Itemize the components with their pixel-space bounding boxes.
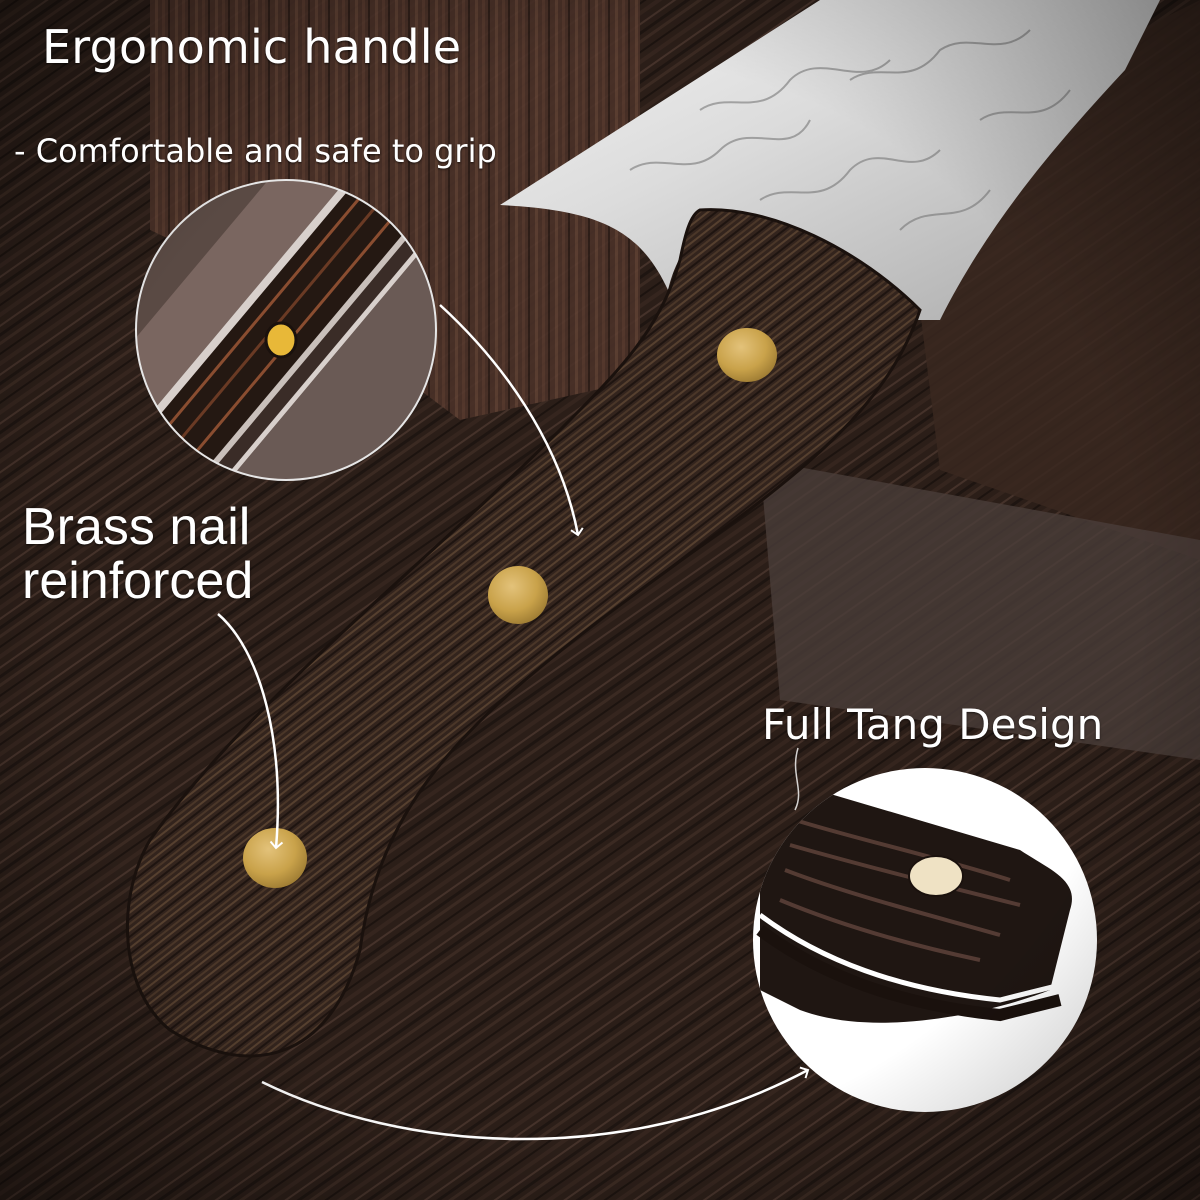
- brass-nail-title: Brass nail reinforced: [22, 500, 253, 608]
- brass-nail-line2: reinforced: [22, 552, 254, 610]
- full-tang-title: Full Tang Design: [762, 700, 1104, 749]
- brass-nail-line1: Brass nail: [22, 498, 251, 556]
- ergonomic-handle-subtitle: - Comfortable and safe to grip: [14, 132, 497, 170]
- ergonomic-handle-title: Ergonomic handle: [42, 20, 462, 74]
